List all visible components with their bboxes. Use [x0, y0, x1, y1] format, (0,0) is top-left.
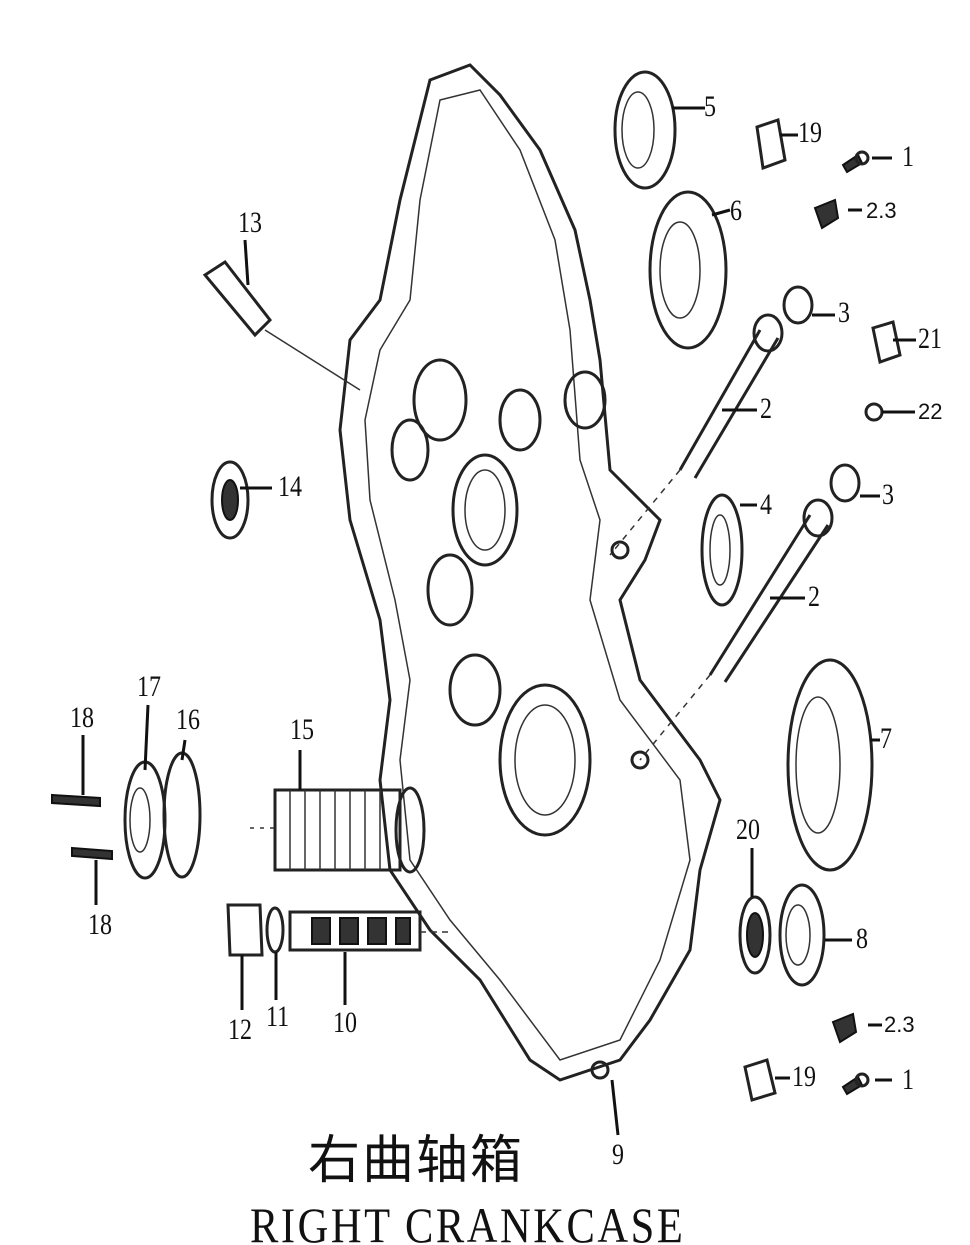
callout-14: 14 [278, 470, 302, 503]
cover-part-17 [123, 760, 167, 880]
bolt-part-12 [226, 903, 264, 957]
bearing-part-8 [778, 883, 826, 987]
washer-part-3-upper [782, 285, 814, 325]
callout-13: 13 [238, 206, 262, 239]
callout-2-upper: 2 [760, 392, 772, 425]
callout-2-lower: 2 [808, 580, 820, 613]
strainer-part-10 [288, 910, 450, 952]
callout-10: 10 [333, 1006, 357, 1039]
callout-20: 20 [736, 813, 760, 846]
bolt-part-2-upper [678, 313, 784, 479]
callout-3-lower: 3 [882, 478, 894, 511]
callout-12: 12 [228, 1013, 252, 1046]
bolt-part-1-lower [841, 1072, 870, 1096]
nut-part-22 [864, 402, 884, 422]
callout-23-upper: 2.3 [866, 198, 897, 223]
leader-lines [81, 106, 916, 1136]
dowel-part-21 [871, 320, 902, 364]
callout-8: 8 [856, 922, 868, 955]
callout-9: 9 [612, 1138, 624, 1171]
bearing-part-6 [648, 190, 728, 350]
bolt-part-18-lower [71, 846, 113, 861]
callout-16: 16 [176, 703, 200, 736]
callout-23-lower: 2.3 [884, 1012, 915, 1037]
clip-part-23-upper [813, 198, 840, 230]
callout-17: 17 [137, 670, 161, 703]
washer-part-3-lower [829, 463, 861, 503]
o-ring-part-11 [265, 906, 285, 954]
callout-22: 22 [918, 399, 943, 424]
bearing-part-5 [613, 70, 677, 190]
seal-part-4 [700, 493, 744, 607]
bearing-part-7 [786, 658, 874, 872]
bolt-part-18-upper [51, 793, 101, 808]
o-ring-part-16 [162, 751, 202, 879]
bolt-part-1-upper [841, 150, 870, 174]
diagram-title-chinese: 右曲轴箱 [308, 1131, 525, 1191]
bolt-part-2-lower [708, 498, 834, 683]
callout-6: 6 [730, 194, 742, 227]
callout-15: 15 [290, 713, 314, 746]
callout-1-upper: 1 [902, 140, 914, 173]
callout-1-lower: 1 [902, 1063, 914, 1096]
dowel-part-19-lower [743, 1058, 777, 1102]
diagram-title-english: RIGHT CRANKCASE [250, 1197, 686, 1245]
oil-filter-part-15 [250, 786, 426, 874]
callout-19-upper: 19 [798, 116, 822, 149]
callout-18-upper: 18 [70, 701, 94, 734]
crankcase-part-9 [338, 63, 722, 1082]
callout-18-lower: 18 [88, 908, 112, 941]
callout-4: 4 [760, 488, 772, 521]
callout-7: 7 [880, 722, 892, 755]
seal-part-20 [738, 895, 772, 975]
clip-part-23-lower [831, 1012, 858, 1044]
callout-3-upper: 3 [838, 296, 850, 329]
seal-part-14 [210, 460, 250, 540]
callout-21: 21 [918, 322, 942, 355]
callout-5: 5 [704, 90, 716, 123]
dowel-part-19-upper [755, 118, 787, 171]
callout-19-lower: 19 [792, 1060, 816, 1093]
sensor-part-13 [202, 259, 361, 391]
callout-11: 11 [266, 1000, 290, 1033]
